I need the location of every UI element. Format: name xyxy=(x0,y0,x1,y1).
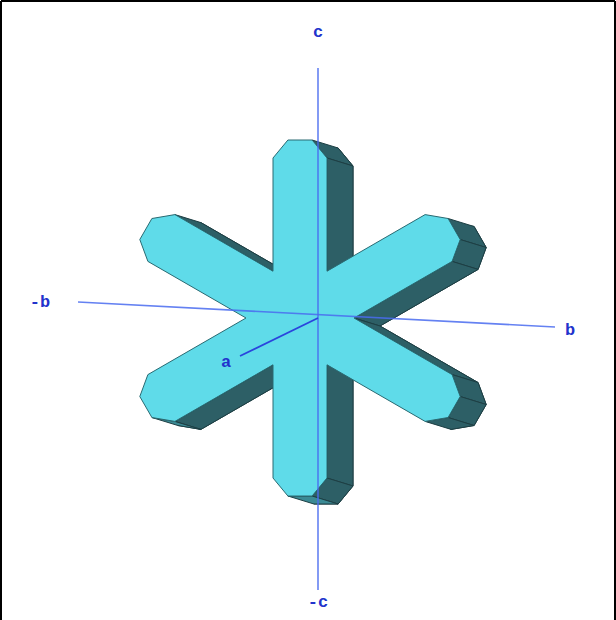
frame-line xyxy=(0,1,2,620)
snowflake-prism xyxy=(140,140,486,504)
b-axis xyxy=(78,302,555,327)
axis-label: c xyxy=(313,24,323,41)
front-face xyxy=(140,140,460,496)
axes xyxy=(78,68,555,590)
a-axis xyxy=(240,318,318,356)
c-axis xyxy=(317,68,319,590)
axis-label: a xyxy=(221,354,231,371)
frame-line xyxy=(614,1,616,620)
axis-label: -b xyxy=(30,294,50,311)
axis-label: b xyxy=(565,322,575,339)
frame-line xyxy=(1,0,615,2)
axis-label: -c xyxy=(308,594,328,611)
side-wall xyxy=(327,365,353,486)
side-wall xyxy=(288,496,338,504)
